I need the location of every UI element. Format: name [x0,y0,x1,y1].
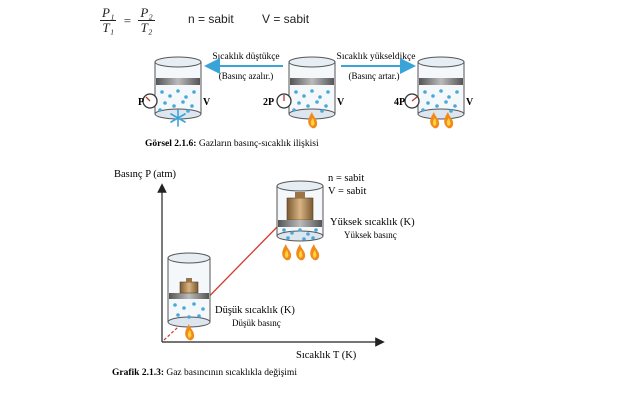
flame-icon [310,244,320,261]
piston [156,78,200,85]
low-pressure-label: Düşük basınç [232,318,281,328]
fraction-left: P₁ T₁ [100,5,117,35]
gauge-hot [404,93,420,109]
weight-handle [295,192,305,198]
weight-handle [186,278,192,282]
piston [290,78,334,85]
weight [286,197,314,221]
high-pressure-label: Yüksek basınç [344,230,397,240]
gauge-hot-pressure: 4P [394,97,405,108]
gauge-hot-volume: V [466,97,474,108]
arrow-right-sub: (Basınç artar.) [349,71,400,81]
pressure-temperature-formula: P₁ T₁ = P₂ T₂ [100,6,155,35]
weight [179,281,199,294]
cylinder-high-temperature [276,180,324,242]
gauge-medium-pressure: 2P [263,97,274,108]
arrow-left-sub: (Basınç azalır.) [219,71,273,81]
v-constant-label: V = sabit [328,186,366,197]
formula-equals: = [123,12,132,28]
fraction-right: P₂ T₂ [138,5,155,35]
gauge-medium-volume: V [337,97,345,108]
cylinder-medium [288,56,336,120]
formula-p2: P₂ [138,5,155,21]
n-constant-label: n = sabit [328,173,364,184]
x-axis-label: Sıcaklık T (K) [296,350,357,361]
snowflake-icon [170,109,186,127]
flame-icon [282,244,292,261]
flame-icon [296,244,306,261]
figure-caption-number: Görsel 2.1.6: [145,139,196,149]
y-axis-label: Basınç P (atm) [114,169,177,180]
figure-caption: Görsel 2.1.6: Gazların basınç-sıcaklık i… [145,139,319,149]
low-temperature-label: Düşük sıcaklık (K) [215,305,295,316]
graph-caption-number: Grafik 2.1.3: [112,368,164,378]
gauge-cold-pressure: P [138,97,144,108]
piston [169,293,209,299]
gauge-cold-volume: V [203,97,211,108]
graph-caption-text: Gaz basıncının sıcaklıkla değişimi [164,368,297,378]
formula-p1: P₁ [100,5,117,21]
condition-n: n = sabit [188,12,234,26]
piston [278,220,322,227]
gauge-cold [142,93,158,109]
piston [419,78,463,85]
figure-caption-text: Gazların basınç-sıcaklık ilişkisi [196,139,319,149]
cylinder-hot [417,56,465,120]
high-temperature-label: Yüksek sıcaklık (K) [330,217,415,228]
formula-t2: T₂ [140,20,153,35]
graph-caption: Grafik 2.1.3: Gaz basıncının sıcaklıkla … [112,368,297,378]
arrow-right-label: Sıcaklık yükseldikçe [337,52,416,62]
condition-v: V = sabit [262,12,310,26]
formula-t1: T₁ [102,20,115,35]
arrow-left-label: Sıcaklık düştükçe [212,52,279,62]
cylinder-low-temperature [167,252,211,328]
gauge-medium [276,93,292,109]
